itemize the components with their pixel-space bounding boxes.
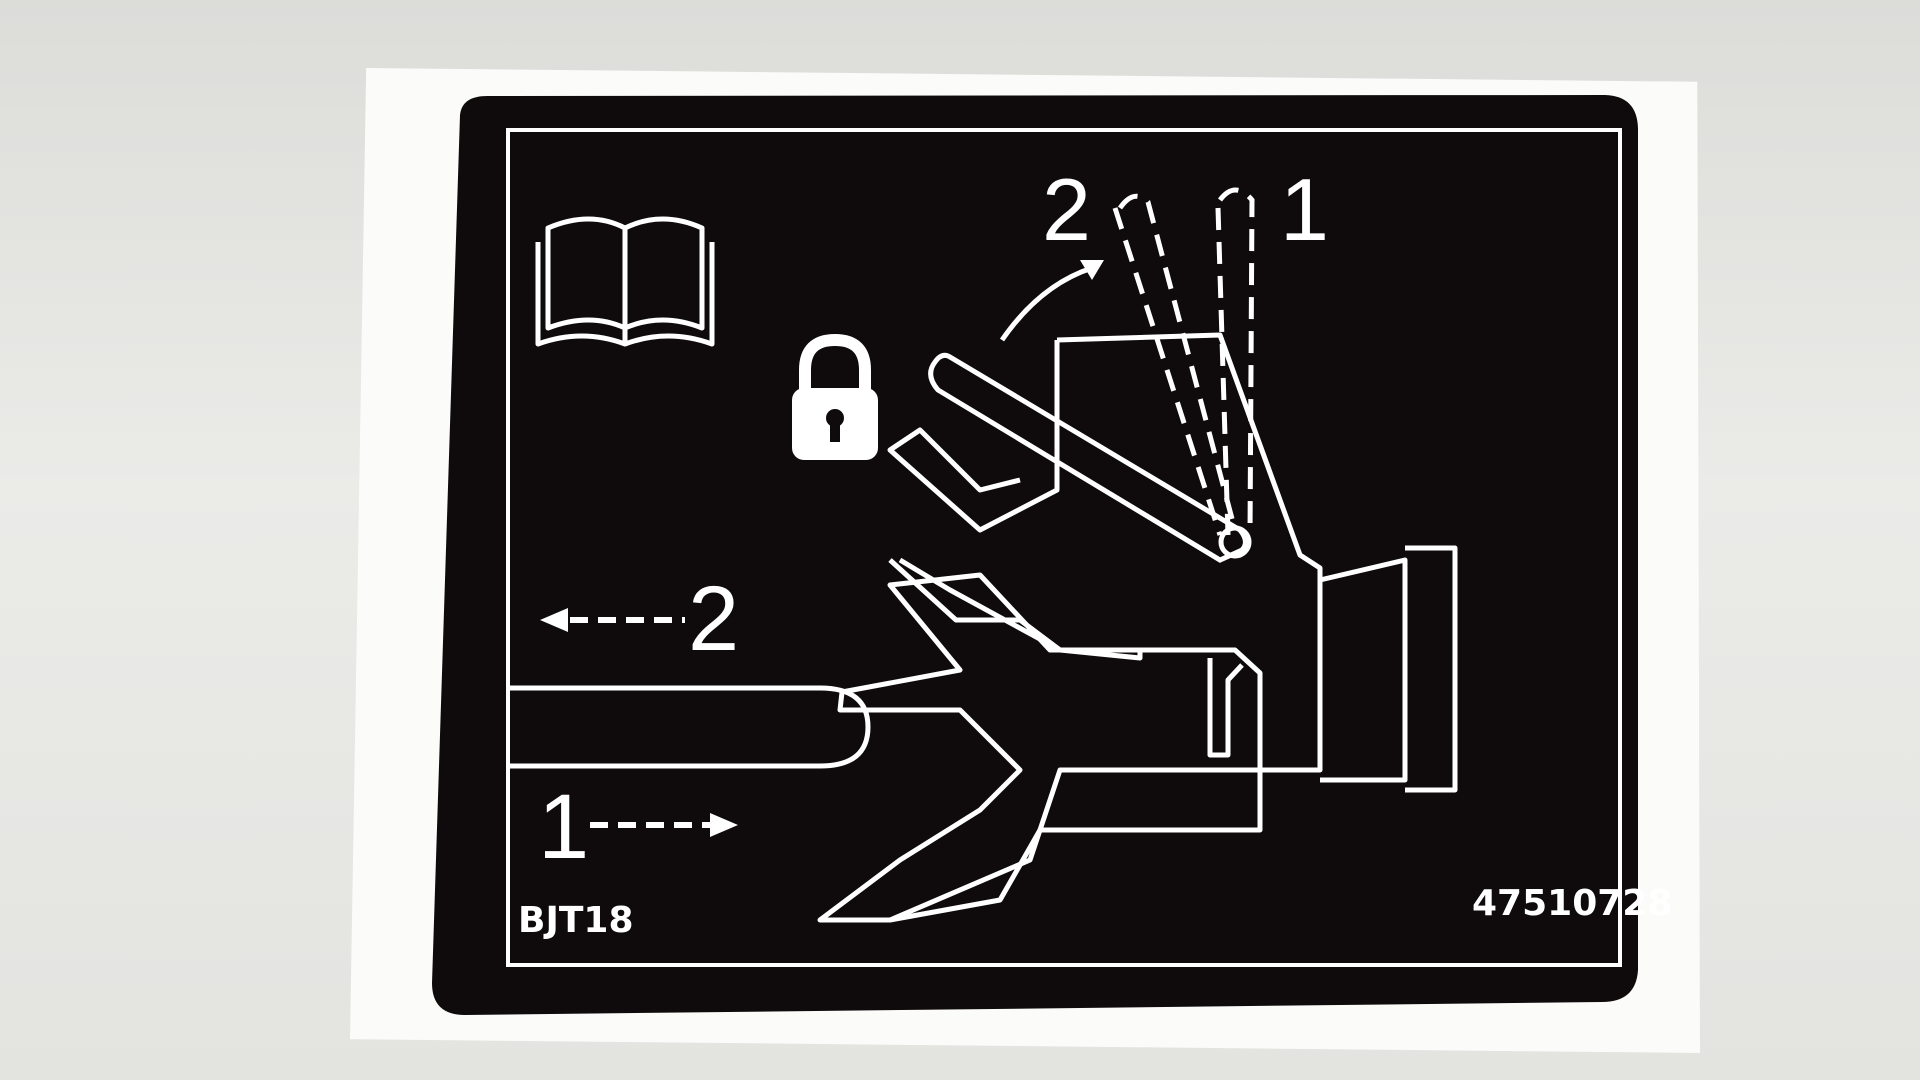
- direction-2-label: 2: [688, 568, 739, 670]
- drawbar: [508, 685, 871, 769]
- direction-1-label: 1: [538, 776, 589, 878]
- direction-2-indicator: 2: [540, 568, 739, 670]
- lever-position-1-dashed: [1215, 187, 1255, 536]
- lever-locked: [928, 352, 1252, 563]
- decal-artwork: 2 1 2 1: [432, 95, 1672, 1015]
- lever-position-2-dashed: [1112, 193, 1238, 536]
- hitch-mechanism: [817, 332, 1458, 923]
- open-book-icon: [535, 216, 715, 347]
- direction-1-indicator: 1: [538, 776, 738, 878]
- position-1-label: 1: [1280, 160, 1329, 259]
- decal-inner-border: [506, 128, 1622, 967]
- position-2-label: 2: [1042, 160, 1091, 259]
- padlock-icon: [792, 333, 878, 460]
- rotation-arrow-head: [1080, 260, 1104, 280]
- part-number: 47510728: [1472, 883, 1672, 924]
- decal-body: [432, 95, 1638, 1015]
- model-code: BJT18: [518, 900, 634, 941]
- rotation-arrow: [999, 265, 1093, 342]
- warning-decal: 2 1 2 1: [420, 90, 1672, 1020]
